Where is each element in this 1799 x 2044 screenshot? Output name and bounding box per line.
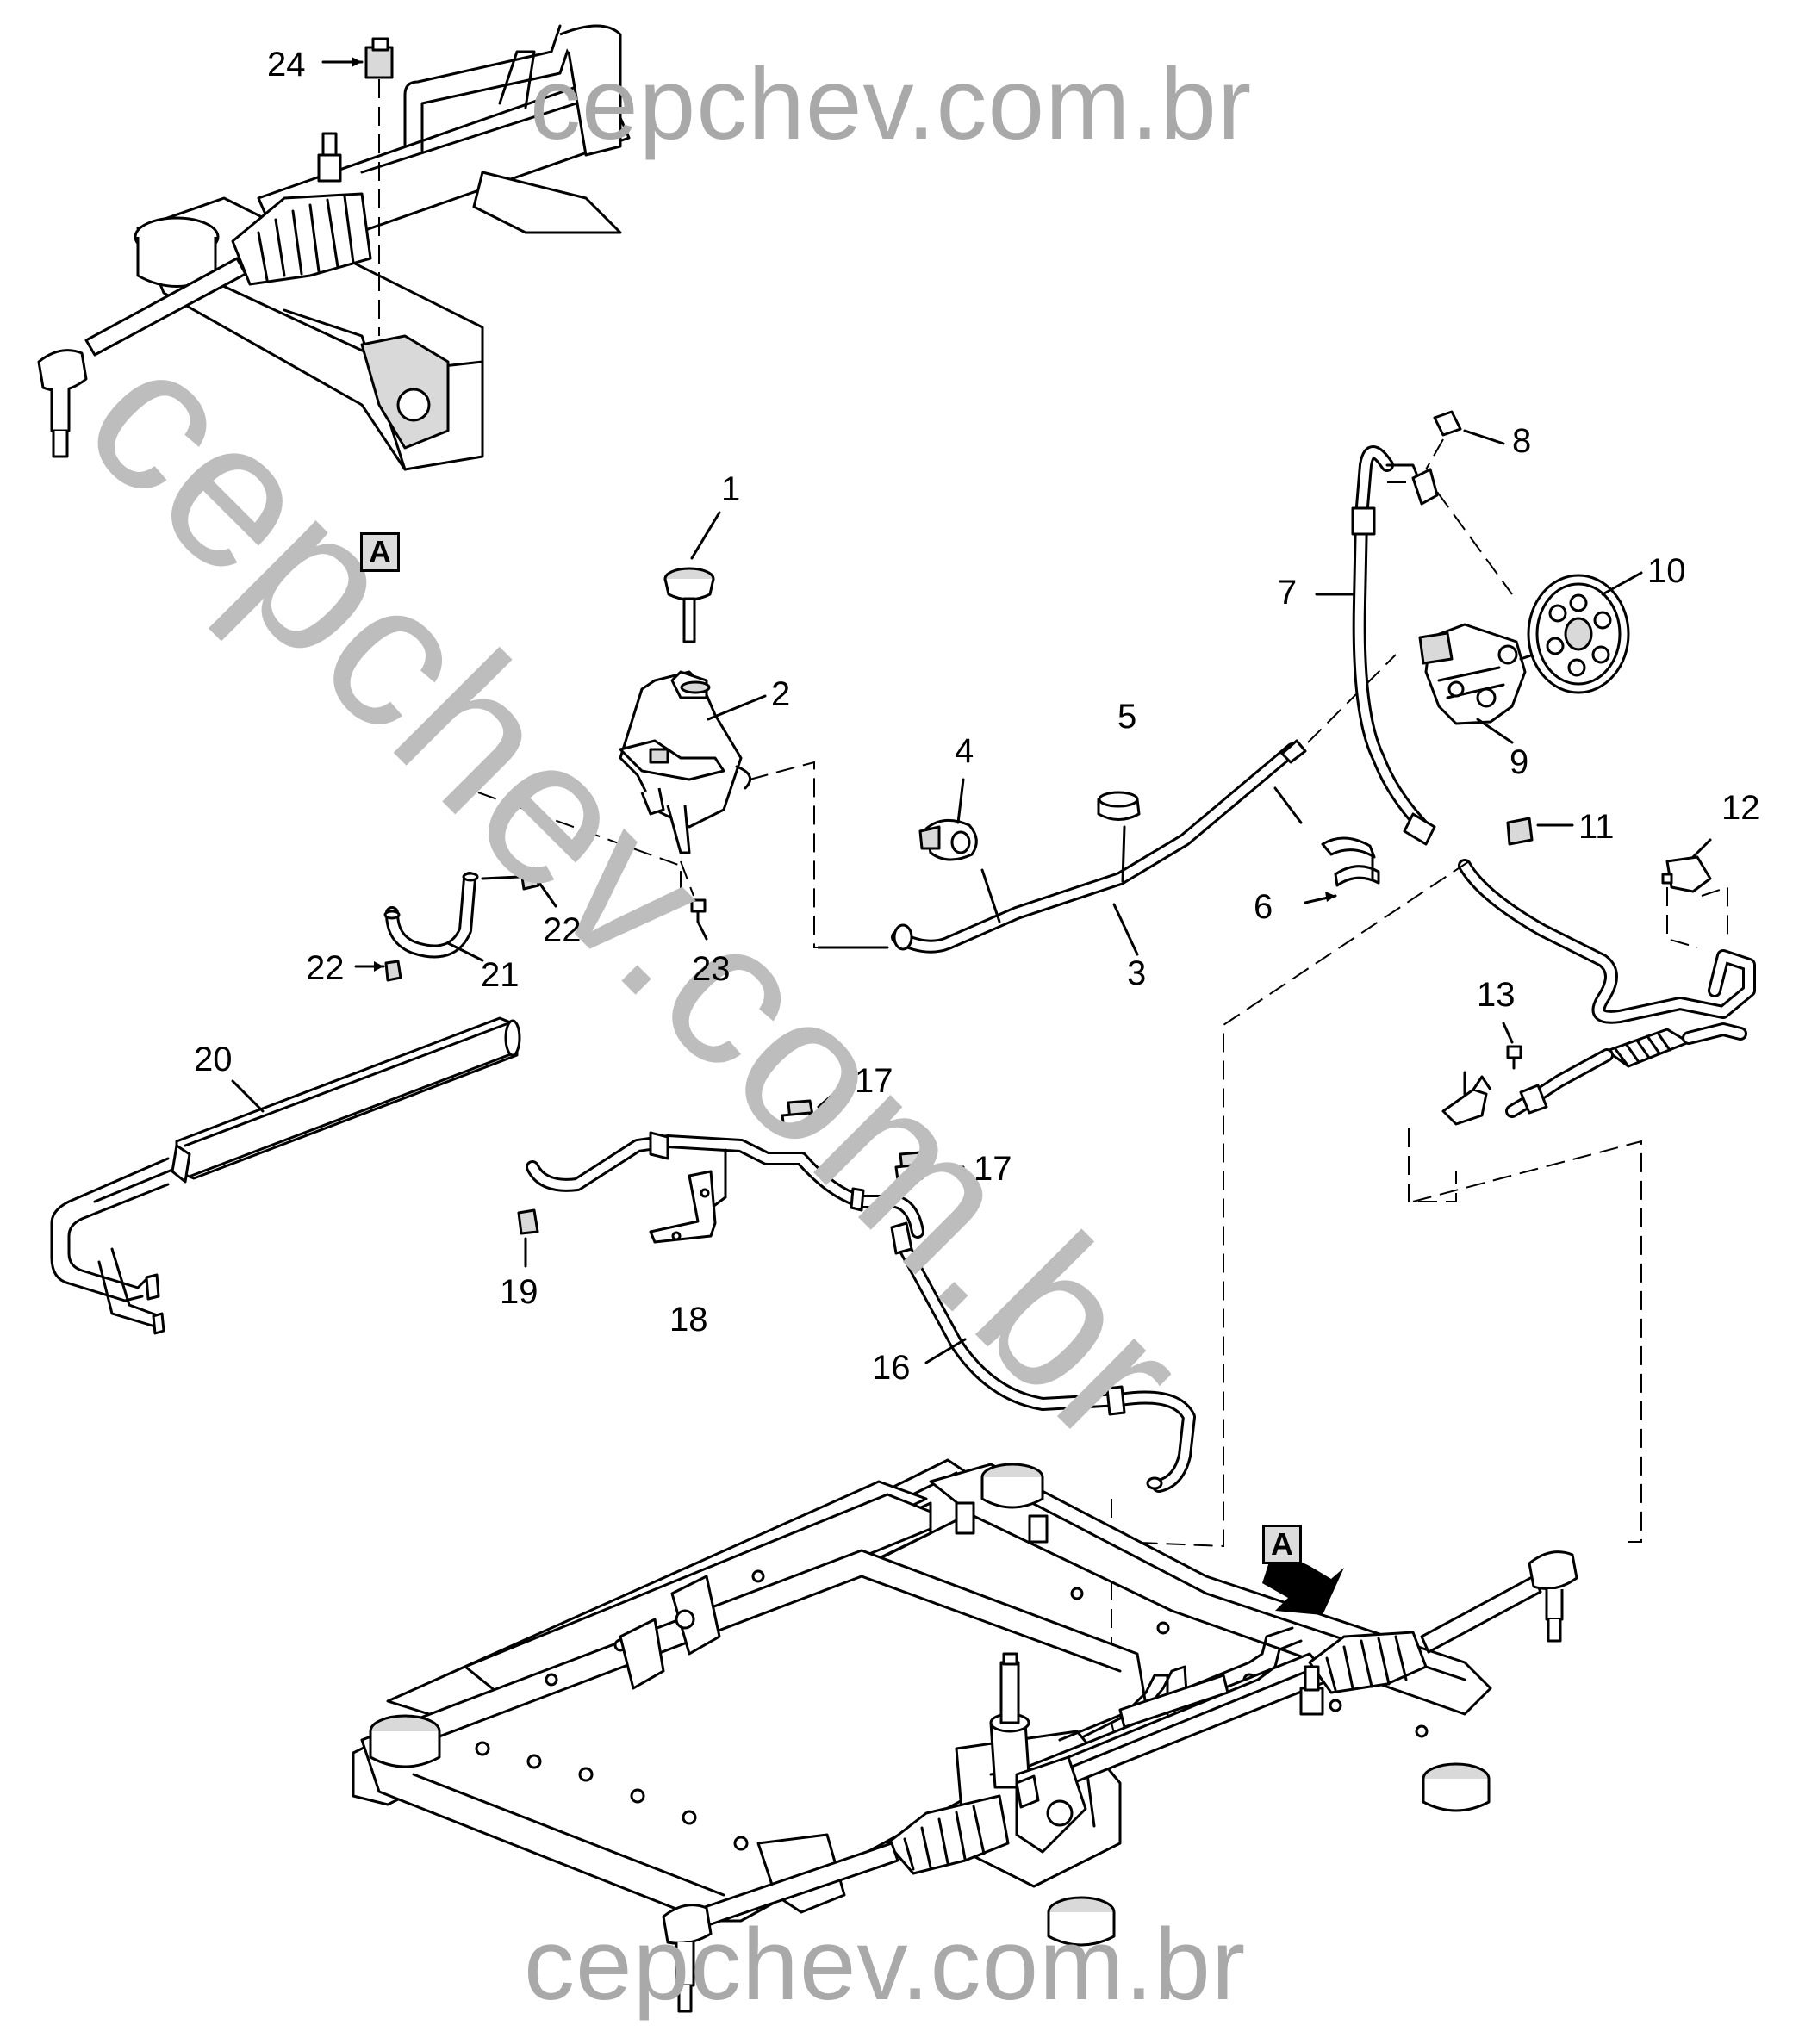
- callout-11: 11: [1578, 808, 1615, 846]
- arrow-a-label: A: [1262, 1525, 1302, 1564]
- clamp-19: [517, 1208, 539, 1268]
- callout-16: 16: [872, 1349, 911, 1387]
- bolt-13: [1441, 1022, 1522, 1126]
- fitting-8: [1411, 410, 1505, 506]
- clamp-4: [918, 778, 978, 861]
- hose-7: [1315, 445, 1513, 846]
- line-16: [526, 1131, 1196, 1758]
- callout-19: 19: [500, 1273, 538, 1311]
- callout-6: 6: [1254, 888, 1273, 926]
- callout-18: 18: [669, 1301, 708, 1339]
- hose-21: [354, 867, 557, 982]
- pulley-10: [1527, 571, 1643, 694]
- callout-5: 5: [1117, 698, 1137, 736]
- callout-12: 12: [1721, 789, 1760, 827]
- callout-2: 2: [771, 675, 791, 713]
- pipe-12: [1458, 838, 1756, 1118]
- callout-13: 13: [1477, 976, 1516, 1014]
- callout-17b: 17: [974, 1150, 1012, 1188]
- clip-6: [1304, 836, 1380, 904]
- watermark-top: cepchev.com.br: [530, 47, 1253, 161]
- callout-22b: 22: [306, 949, 345, 987]
- callout-23: 23: [692, 950, 731, 988]
- callout-21: 21: [481, 956, 520, 994]
- subframe: [352, 1458, 1578, 2013]
- callout-8: 8: [1512, 422, 1532, 460]
- callout-7: 7: [1278, 574, 1298, 612]
- bracket-18: [649, 1170, 717, 1244]
- callout-24: 24: [267, 46, 306, 84]
- callout-9: 9: [1510, 743, 1529, 781]
- callout-17a: 17: [855, 1062, 893, 1100]
- watermark-bottom: cepchev.com.br: [524, 1908, 1247, 2022]
- callout-3: 3: [1127, 954, 1147, 992]
- callout-10: 10: [1647, 552, 1686, 590]
- callout-1: 1: [721, 470, 741, 508]
- detail-a-steering-gear: [37, 24, 631, 471]
- clip-11: [1506, 817, 1574, 846]
- clamp-17b: [894, 1151, 965, 1182]
- callout-4: 4: [955, 732, 974, 770]
- hose-3: [817, 654, 1397, 956]
- cooler-20: [50, 1016, 521, 1335]
- clamp-5: [1097, 791, 1141, 821]
- screw-23: [680, 860, 708, 941]
- clamp-17a: [781, 1079, 850, 1130]
- callout-22a: 22: [543, 911, 582, 949]
- callout-20: 20: [194, 1041, 233, 1078]
- detail-a-label: A: [360, 532, 400, 572]
